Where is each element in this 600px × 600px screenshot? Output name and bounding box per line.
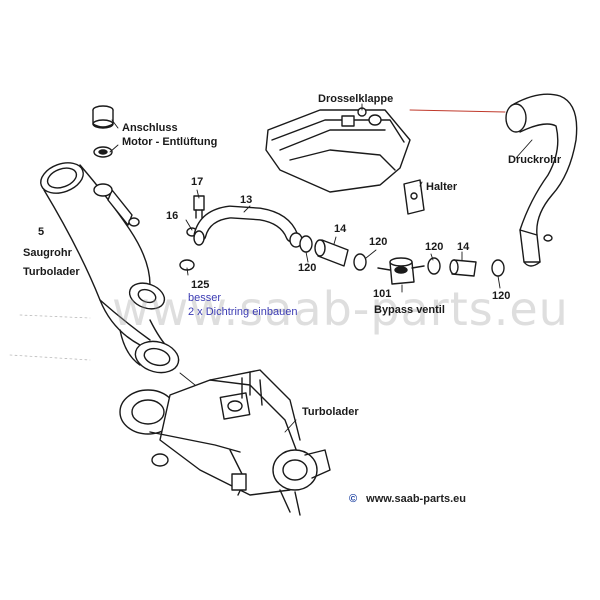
throttle-body: [265, 107, 411, 193]
label-anschluss-line2: Motor - Entlüftung: [122, 136, 218, 148]
label-120-d: 120: [492, 290, 511, 302]
note-gasket-line2: 2 x Dichtring einbauen: [188, 306, 298, 318]
intake-pipe: [40, 162, 198, 374]
pressure-pipe: [505, 93, 578, 267]
label-anschluss: Anschluss Motor - Entlüftung: [122, 121, 217, 149]
label-5: 5: [38, 226, 45, 238]
copyright-symbol: ©: [349, 493, 358, 505]
turbocharger: [119, 369, 331, 516]
label-druckrohr: Druckrohr: [508, 154, 562, 166]
label-120-b: 120: [298, 262, 317, 274]
copyright-url: www.saab-parts.eu: [366, 493, 467, 505]
clamps: [299, 235, 505, 277]
label-120-c: 120: [425, 241, 444, 253]
label-saugrohr: Saugrohr Turbolader: [23, 246, 80, 279]
label-saugrohr-line1: Saugrohr: [23, 247, 72, 259]
label-14-left: 14: [334, 223, 347, 235]
breather-plug: [92, 105, 114, 158]
watermark: www.saab-parts.eu: [112, 282, 569, 336]
copyright-line: © www.saab-parts.eu: [349, 492, 466, 506]
note-gasket-line1: besser: [188, 292, 222, 304]
bracket: [403, 179, 425, 215]
note-gasket: besser 2 x Dichtring einbauen: [188, 291, 297, 319]
label-turbolader: Turbolader: [302, 406, 359, 418]
label-16: 16: [166, 210, 179, 222]
dashed-guides: [9, 314, 91, 361]
hose-13: [193, 205, 303, 248]
label-anschluss-line1: Anschluss: [122, 122, 178, 134]
label-13: 13: [240, 194, 253, 206]
label-saugrohr-line2: Turbolader: [23, 266, 80, 278]
label-101: 101: [373, 288, 392, 300]
label-125: 125: [191, 279, 210, 291]
hose-14-right: [449, 259, 477, 277]
label-120-a: 120: [369, 236, 388, 248]
label-14-right: 14: [457, 241, 470, 253]
label-bypass-ventil: Bypass ventil: [374, 304, 445, 316]
leader-lines: [109, 103, 533, 433]
banjo-fitting: [193, 195, 205, 219]
label-drosselklappe: Drosselklappe: [318, 93, 394, 105]
bypass-valve: [377, 257, 425, 285]
hose-14-left: [314, 239, 349, 267]
label-halter: Halter: [426, 181, 458, 193]
label-17: 17: [191, 176, 204, 188]
